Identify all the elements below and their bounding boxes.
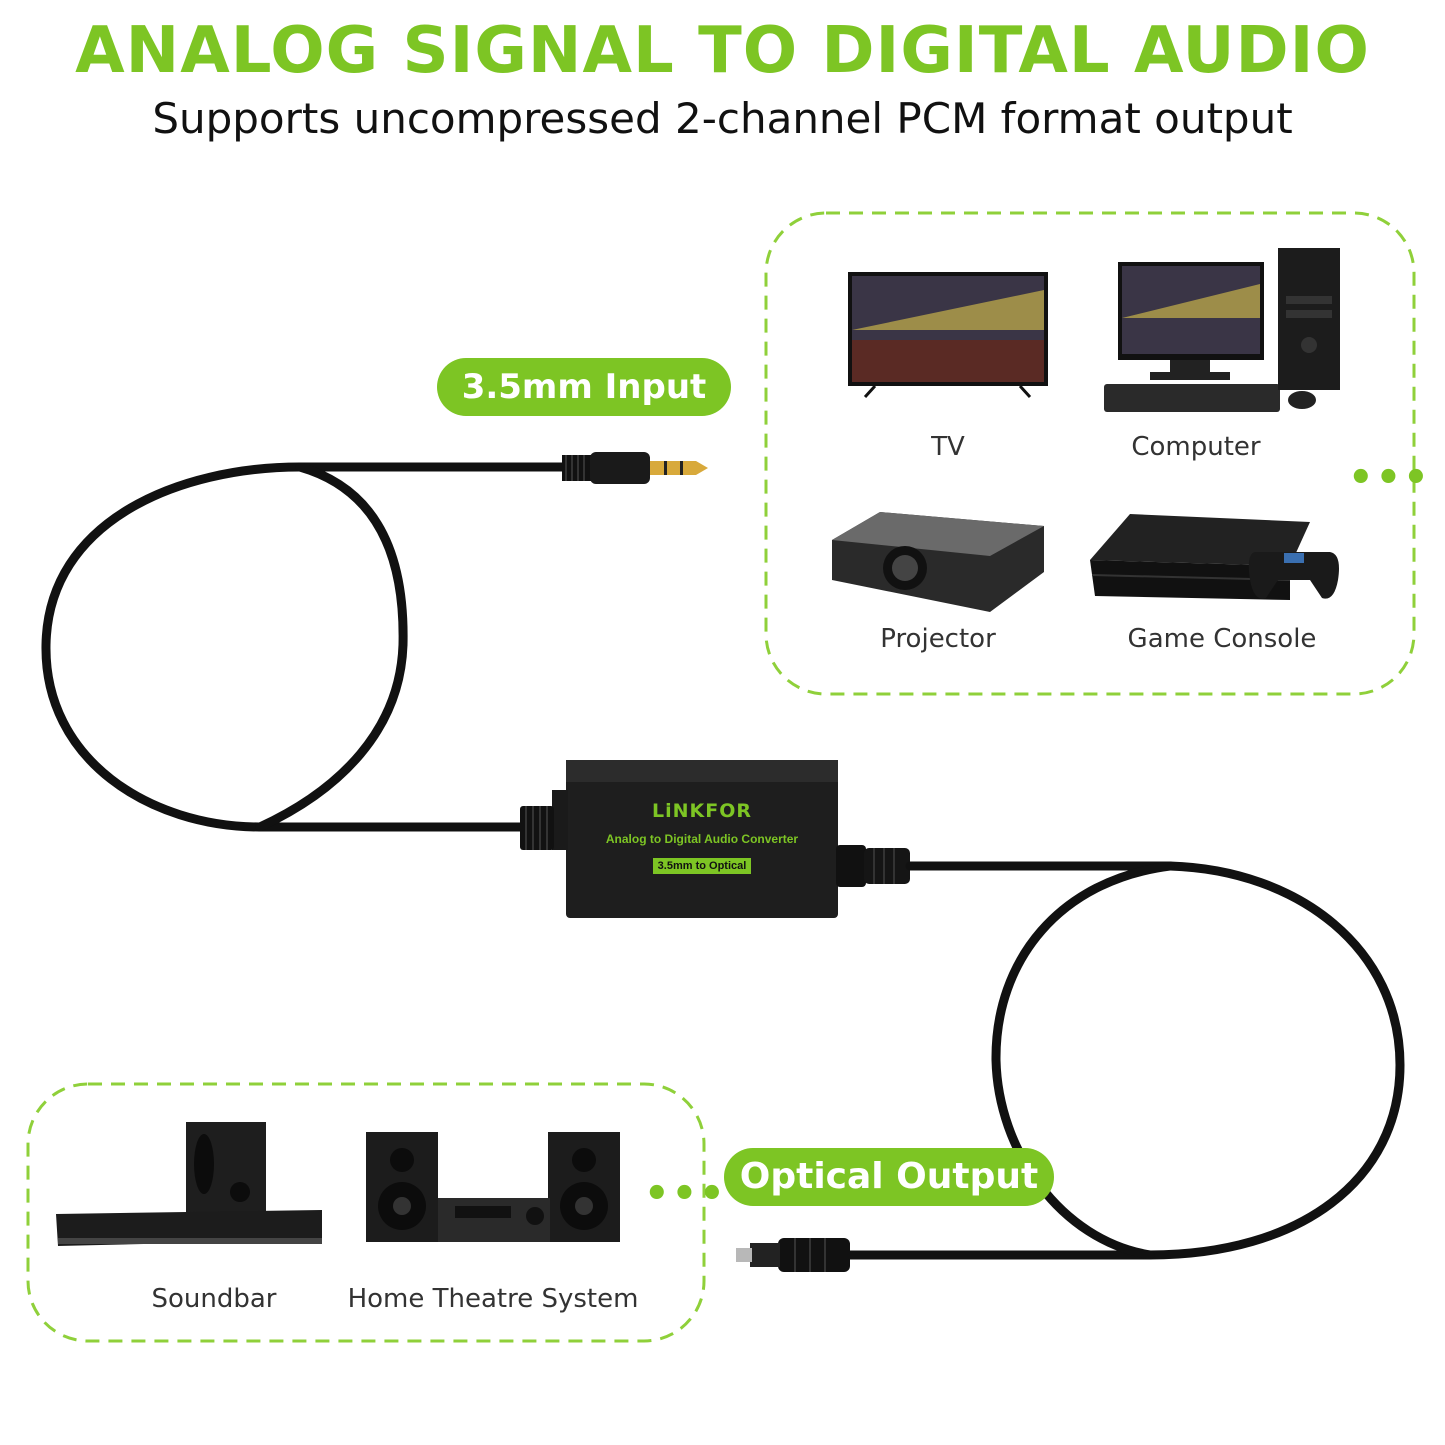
device-label-soundbar: Soundbar: [151, 1284, 277, 1314]
jack-plug-icon: [562, 452, 708, 484]
device-label-computer: Computer: [1131, 432, 1261, 462]
output-label-pill: Optical Output: [724, 1148, 1054, 1206]
more-output-devices-ellipsis: •••: [644, 1171, 727, 1217]
converter-tag: 3.5mm to Optical: [653, 858, 751, 874]
soundbar-icon: [56, 1122, 322, 1246]
output-devices-frame: [26, 1082, 706, 1343]
device-label-tv: TV: [931, 432, 965, 462]
converter-brand: LiNKFOR: [651, 800, 752, 822]
computer-icon: [1104, 248, 1340, 412]
page-subtitle: Supports uncompressed 2-channel PCM form…: [152, 94, 1293, 143]
converter-box: [520, 760, 910, 918]
more-input-devices-ellipsis: •••: [1348, 455, 1431, 501]
device-label-projector: Projector: [880, 624, 996, 654]
output-cable: [845, 861, 1405, 1260]
converter-description: Analog to Digital Audio Converter: [605, 832, 799, 846]
input-cable: [41, 462, 571, 832]
game-console-icon: [1090, 514, 1339, 600]
input-label-pill: 3.5mm Input: [437, 358, 731, 416]
toslink-plug-icon: [736, 1238, 850, 1272]
device-label-game-console: Game Console: [1127, 624, 1317, 654]
input-devices-frame: [764, 211, 1416, 696]
device-label-home-theatre: Home Theatre System: [347, 1284, 639, 1314]
projector-icon: [832, 512, 1044, 612]
tv-icon: [848, 272, 1048, 399]
page-title: ANALOG SIGNAL TO DIGITAL AUDIO: [75, 14, 1370, 88]
home-theatre-icon: [366, 1132, 620, 1242]
